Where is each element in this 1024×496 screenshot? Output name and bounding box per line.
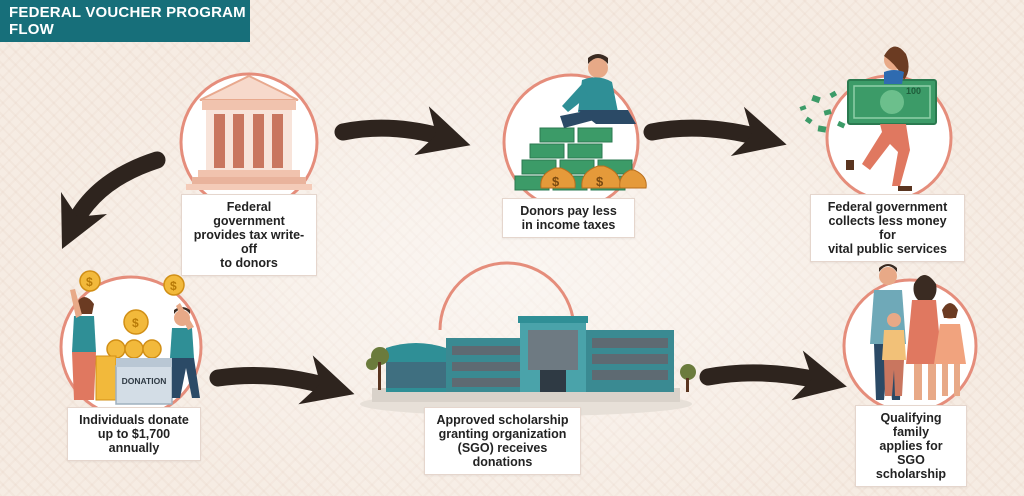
caption-line: Individuals donate bbox=[79, 413, 189, 427]
flow-arrows bbox=[61, 106, 847, 405]
money-pile-icon: $$ bbox=[514, 54, 647, 191]
caption-line: up to $1,700 annually bbox=[97, 427, 171, 455]
arrow-step1-to-step4 bbox=[61, 151, 166, 249]
caption-line: granting organization bbox=[438, 427, 567, 441]
caption-line: collects less money for bbox=[828, 214, 947, 242]
svg-text:$: $ bbox=[552, 174, 560, 189]
ring-arc-step-5 bbox=[438, 261, 576, 331]
caption-line: scholarship bbox=[875, 467, 947, 481]
arrow-step4-to-step5 bbox=[209, 355, 355, 405]
svg-text:$: $ bbox=[86, 275, 93, 289]
arrow-step4-to-step5-top bbox=[334, 106, 471, 156]
family-icon bbox=[870, 264, 966, 400]
caption-line: Federal government bbox=[213, 200, 285, 228]
woman-carrying-banknote-icon: 100 bbox=[799, 46, 937, 191]
step-6-caption: Qualifying family applies for SGO schola… bbox=[855, 405, 967, 487]
caption-line: Donors pay less bbox=[520, 204, 617, 218]
arrow-step5-to-step6 bbox=[699, 350, 847, 401]
caption-line: in income taxes bbox=[521, 218, 616, 232]
banknote-label: 100 bbox=[906, 86, 921, 96]
caption-line: to donors bbox=[220, 256, 278, 270]
svg-text:$: $ bbox=[170, 279, 177, 293]
step-4-caption: Individuals donate up to $1,700 annually bbox=[67, 407, 201, 461]
donation-box-icon: $ $ $ DONATION bbox=[70, 270, 200, 405]
step-2-caption: Donors pay less in income taxes bbox=[502, 198, 635, 238]
caption-line: (SGO) receives donations bbox=[457, 441, 548, 469]
school-building-icon bbox=[360, 316, 696, 416]
step-5-caption: Approved scholarship granting organizati… bbox=[424, 407, 581, 475]
diagram-title: FEDERAL VOUCHER PROGRAM FLOW bbox=[0, 0, 250, 42]
svg-text:$: $ bbox=[596, 174, 604, 189]
caption-line: Approved scholarship bbox=[436, 413, 569, 427]
caption-line: Federal government bbox=[827, 200, 948, 214]
step-3-caption: Federal government collects less money f… bbox=[810, 194, 965, 262]
caption-line: Qualifying family bbox=[880, 411, 942, 439]
caption-line: vital public services bbox=[828, 242, 947, 256]
caption-line: provides tax write-off bbox=[193, 228, 305, 256]
svg-text:$: $ bbox=[132, 316, 139, 330]
caption-line: applies for SGO bbox=[879, 439, 943, 467]
step-1-caption: Federal government provides tax write-of… bbox=[181, 194, 317, 276]
bank-building-icon bbox=[186, 74, 312, 190]
donation-box-label: DONATION bbox=[122, 376, 167, 386]
arrow-step2-to-step3 bbox=[643, 106, 787, 157]
